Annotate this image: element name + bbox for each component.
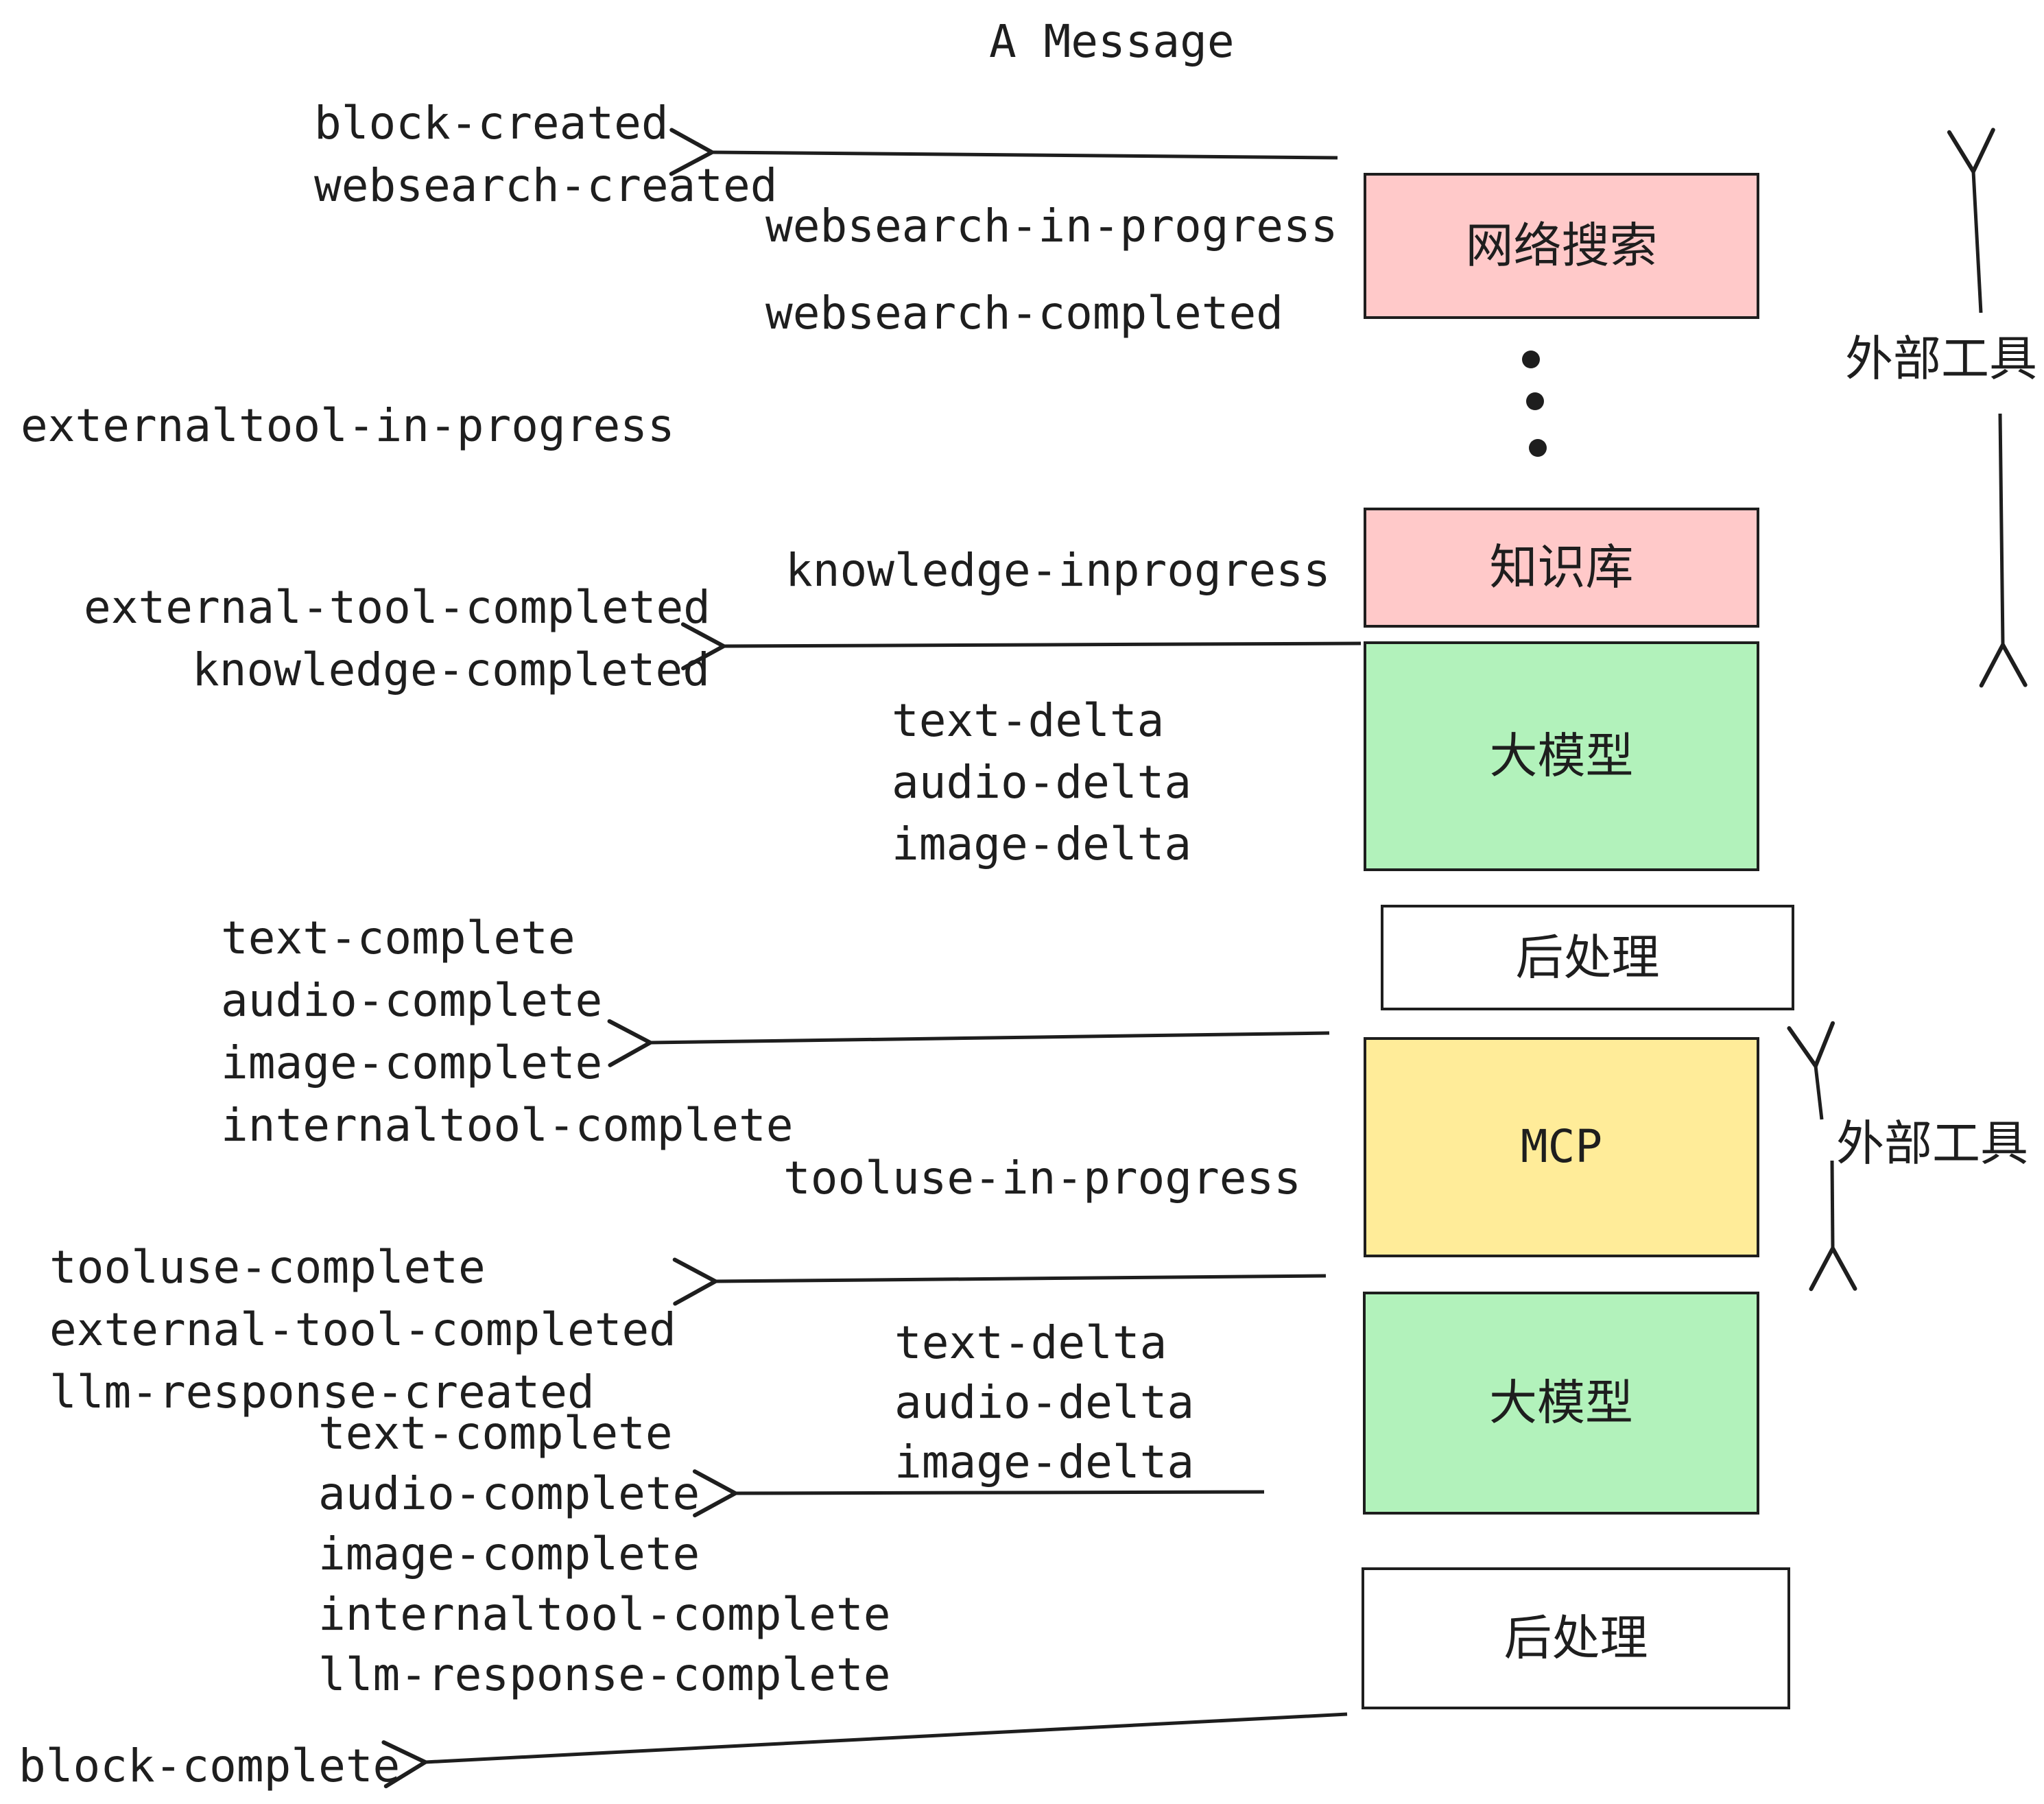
event-label-image-delta-2: image-delta [894,1436,1195,1488]
llm-box-1-label: 大模型 [1489,728,1634,784]
event-label-llm-response-complete: llm-response-complete [318,1648,891,1701]
websearch-box-label: 网络搜索 [1465,217,1658,274]
page-title: A Message [989,15,1235,68]
event-label-text-complete-2: text-complete [318,1407,673,1460]
arrow-to-block-complete [381,1712,1348,1789]
event-label-external-tool-completed: external-tool-completed [84,581,711,634]
knowledge-box: 知识库 [1364,508,1759,628]
event-label-externaltool-in-progress: externaltool-in-progress [21,399,675,452]
event-label-internaltool-complete-2: internaltool-complete [318,1588,891,1641]
arrow-to-tooluse-complete [672,1257,1327,1306]
mcp-external-tools-up-arrow [1787,1021,1835,1120]
event-label-block-complete: block-complete [19,1740,401,1792]
event-label-image-complete: image-complete [221,1036,603,1089]
event-label-text-delta-2: text-delta [894,1316,1167,1369]
arrow-to-block-created [669,128,1338,176]
mcp-external-tools-down-arrow [1809,1160,1857,1292]
websearch-box: 网络搜索 [1364,173,1759,319]
event-label-text-delta: text-delta [892,694,1165,747]
event-label-llm-response-created: llm-response-created [49,1366,595,1419]
event-label-tooluse-complete: tooluse-complete [49,1241,486,1294]
event-label-audio-delta: audio-delta [892,756,1192,809]
event-label-text-complete: text-complete [221,912,575,964]
knowledge-box-label: 知识库 [1489,539,1634,595]
external-tools-down-arrow [1979,413,2028,688]
post-process-box-2: 后处理 [1362,1567,1790,1709]
post-process-box-2-label: 后处理 [1504,1610,1648,1666]
event-label-audio-complete: audio-complete [221,974,603,1027]
event-label-image-complete-2: image-complete [318,1528,700,1580]
mcp-box-label: MCP [1520,1120,1603,1174]
arrow-to-audio-complete [692,1469,1265,1518]
post-process-box-1-label: 后处理 [1515,929,1660,986]
llm-box-1: 大模型 [1364,641,1759,871]
external-tools-up-arrow [1947,128,1995,313]
event-label-tooluse-in-progress: tooluse-in-progress [783,1152,1301,1204]
llm-box-2-label: 大模型 [1489,1375,1633,1431]
external-tools-label-top: 外部工具 [1845,331,2037,387]
event-label-internaltool-complete: internaltool-complete [221,1099,794,1152]
event-label-audio-complete-2: audio-complete [318,1467,700,1520]
event-label-knowledge-inprogress: knowledge-inprogress [785,544,1331,597]
llm-box-2: 大模型 [1363,1292,1759,1515]
event-label-knowledge-completed: knowledge-completed [192,643,710,696]
post-process-box-1: 后处理 [1381,905,1794,1010]
event-label-audio-delta-2: audio-delta [894,1376,1195,1429]
event-label-image-delta: image-delta [892,818,1192,870]
mcp-box: MCP [1364,1037,1759,1257]
arrow-to-knowledge-completed [680,622,1362,671]
arrow-to-image-complete [607,1019,1330,1067]
event-label-block-created: block-created [314,97,669,150]
event-label-websearch-in-progress: websearch-in-progress [765,200,1338,252]
event-label-external-tool-completed-2: external-tool-completed [49,1303,676,1356]
event-label-websearch-created: websearch-created [314,159,778,212]
ellipsis-dots-icon [1522,351,1547,457]
event-label-websearch-completed: websearch-completed [765,287,1283,340]
external-tools-label-mcp: 外部工具 [1836,1115,2028,1172]
